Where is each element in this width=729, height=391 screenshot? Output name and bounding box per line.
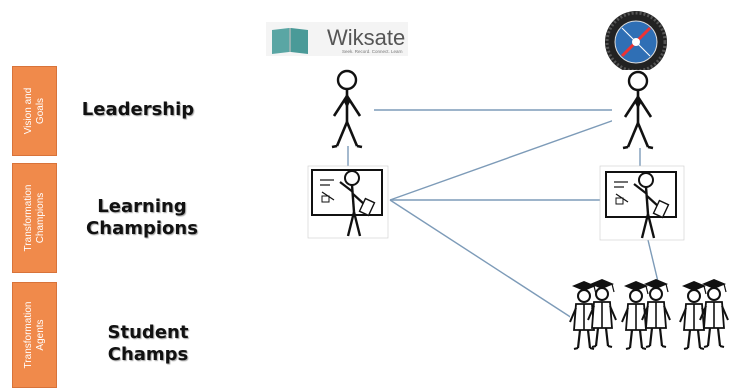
leader-figure-right (612, 70, 664, 150)
tier-label-student-champs: Student Champs (88, 322, 208, 366)
teacher-figure-right (599, 165, 685, 241)
wiksate-name: Wiksate (327, 25, 405, 50)
college-seal-logo (602, 8, 670, 76)
book-icon (272, 28, 308, 54)
teacher-figure-left (307, 165, 389, 239)
tier-label-leadership: Leadership (78, 99, 198, 121)
leader-figure-left (322, 69, 374, 149)
connector-lines (347, 109, 661, 319)
tier-student-line1: Student (107, 322, 189, 343)
wiksate-tagline: Seek. Record. Connect. Learn (342, 49, 403, 54)
tier-label-learning-champions: Learning Champions (82, 196, 202, 240)
connector-teacher-to-students (389, 199, 573, 319)
student-group (568, 277, 729, 352)
tier-leadership-text: Leadership (81, 99, 195, 120)
tier-learning-line2: Champions (86, 218, 198, 239)
wiksate-logo: Wiksate Seek. Record. Connect. Learn (266, 22, 408, 56)
connector-teacher-to-right-leader (389, 117, 621, 201)
tier-student-line2: Champs (107, 344, 189, 365)
tier-learning-line1: Learning (97, 196, 187, 217)
